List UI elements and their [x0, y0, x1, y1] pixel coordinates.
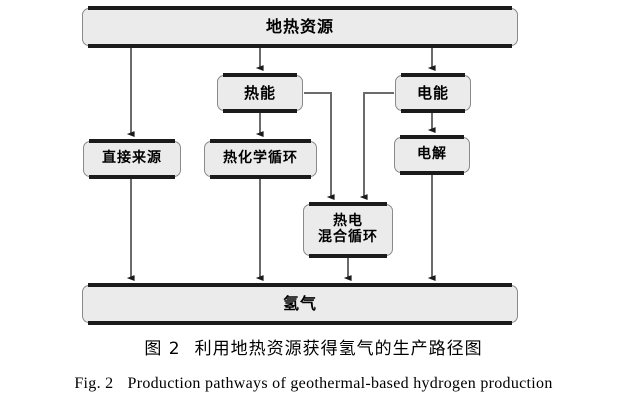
- node-shadow-top: [223, 73, 297, 77]
- node-shadow-top: [89, 139, 175, 143]
- node-shadow-bottom: [89, 175, 175, 179]
- figure-number-english: Fig. 2: [74, 375, 114, 392]
- figure-number-chinese: 图 2: [144, 339, 181, 359]
- node-label: 热能: [243, 83, 276, 102]
- node-shadow-top: [88, 283, 512, 287]
- node-label: 地热资源: [265, 17, 334, 37]
- node-direct-source: 直接来源: [83, 139, 181, 179]
- node-thermochemical-cycle: 热化学循环: [204, 139, 317, 179]
- node-label: 氢气: [282, 294, 317, 314]
- edge-electric-hybrid: [359, 92, 394, 200]
- node-shadow-top: [401, 73, 465, 77]
- node-geothermal-resources: 地热资源: [82, 6, 518, 48]
- figure-caption-english: Fig. 2 Production pathways of geothermal-…: [0, 375, 627, 393]
- node-electrolysis: 电解: [394, 135, 470, 175]
- node-shadow-bottom: [88, 44, 512, 48]
- node-shadow-top: [88, 6, 512, 10]
- node-shadow-top: [210, 139, 311, 143]
- node-label: 热化学循环: [223, 150, 298, 167]
- node-shadow-top: [309, 202, 387, 206]
- flowchart-connectors: [126, 47, 436, 281]
- node-shadow-bottom: [88, 321, 512, 325]
- node-shadow-bottom: [400, 171, 464, 175]
- node-label: 电解: [417, 146, 447, 163]
- node-shadow-bottom: [401, 109, 465, 113]
- figure-caption-text-english: Production pathways of geothermal-based …: [127, 375, 553, 392]
- node-shadow-bottom: [309, 254, 387, 258]
- node-shadow-bottom: [223, 109, 297, 113]
- node-hydrogen: 氢气: [82, 283, 518, 325]
- figure-caption-text-chinese: 利用地热资源获得氢气的生产路径图: [194, 339, 483, 359]
- figure-caption-chinese: 图 2 利用地热资源获得氢气的生产路径图: [0, 334, 627, 359]
- node-label: 电能: [416, 83, 449, 102]
- edge-thermal-hybrid: [304, 92, 335, 200]
- node-label: 热电 混合循环: [318, 213, 378, 245]
- node-shadow-bottom: [210, 175, 311, 179]
- node-thermal-energy: 热能: [217, 73, 303, 113]
- node-shadow-top: [400, 135, 464, 139]
- node-hybrid-thermoelectric-cycle: 热电 混合循环: [303, 202, 393, 258]
- node-electrical-energy: 电能: [395, 73, 471, 113]
- node-label: 直接来源: [102, 150, 162, 167]
